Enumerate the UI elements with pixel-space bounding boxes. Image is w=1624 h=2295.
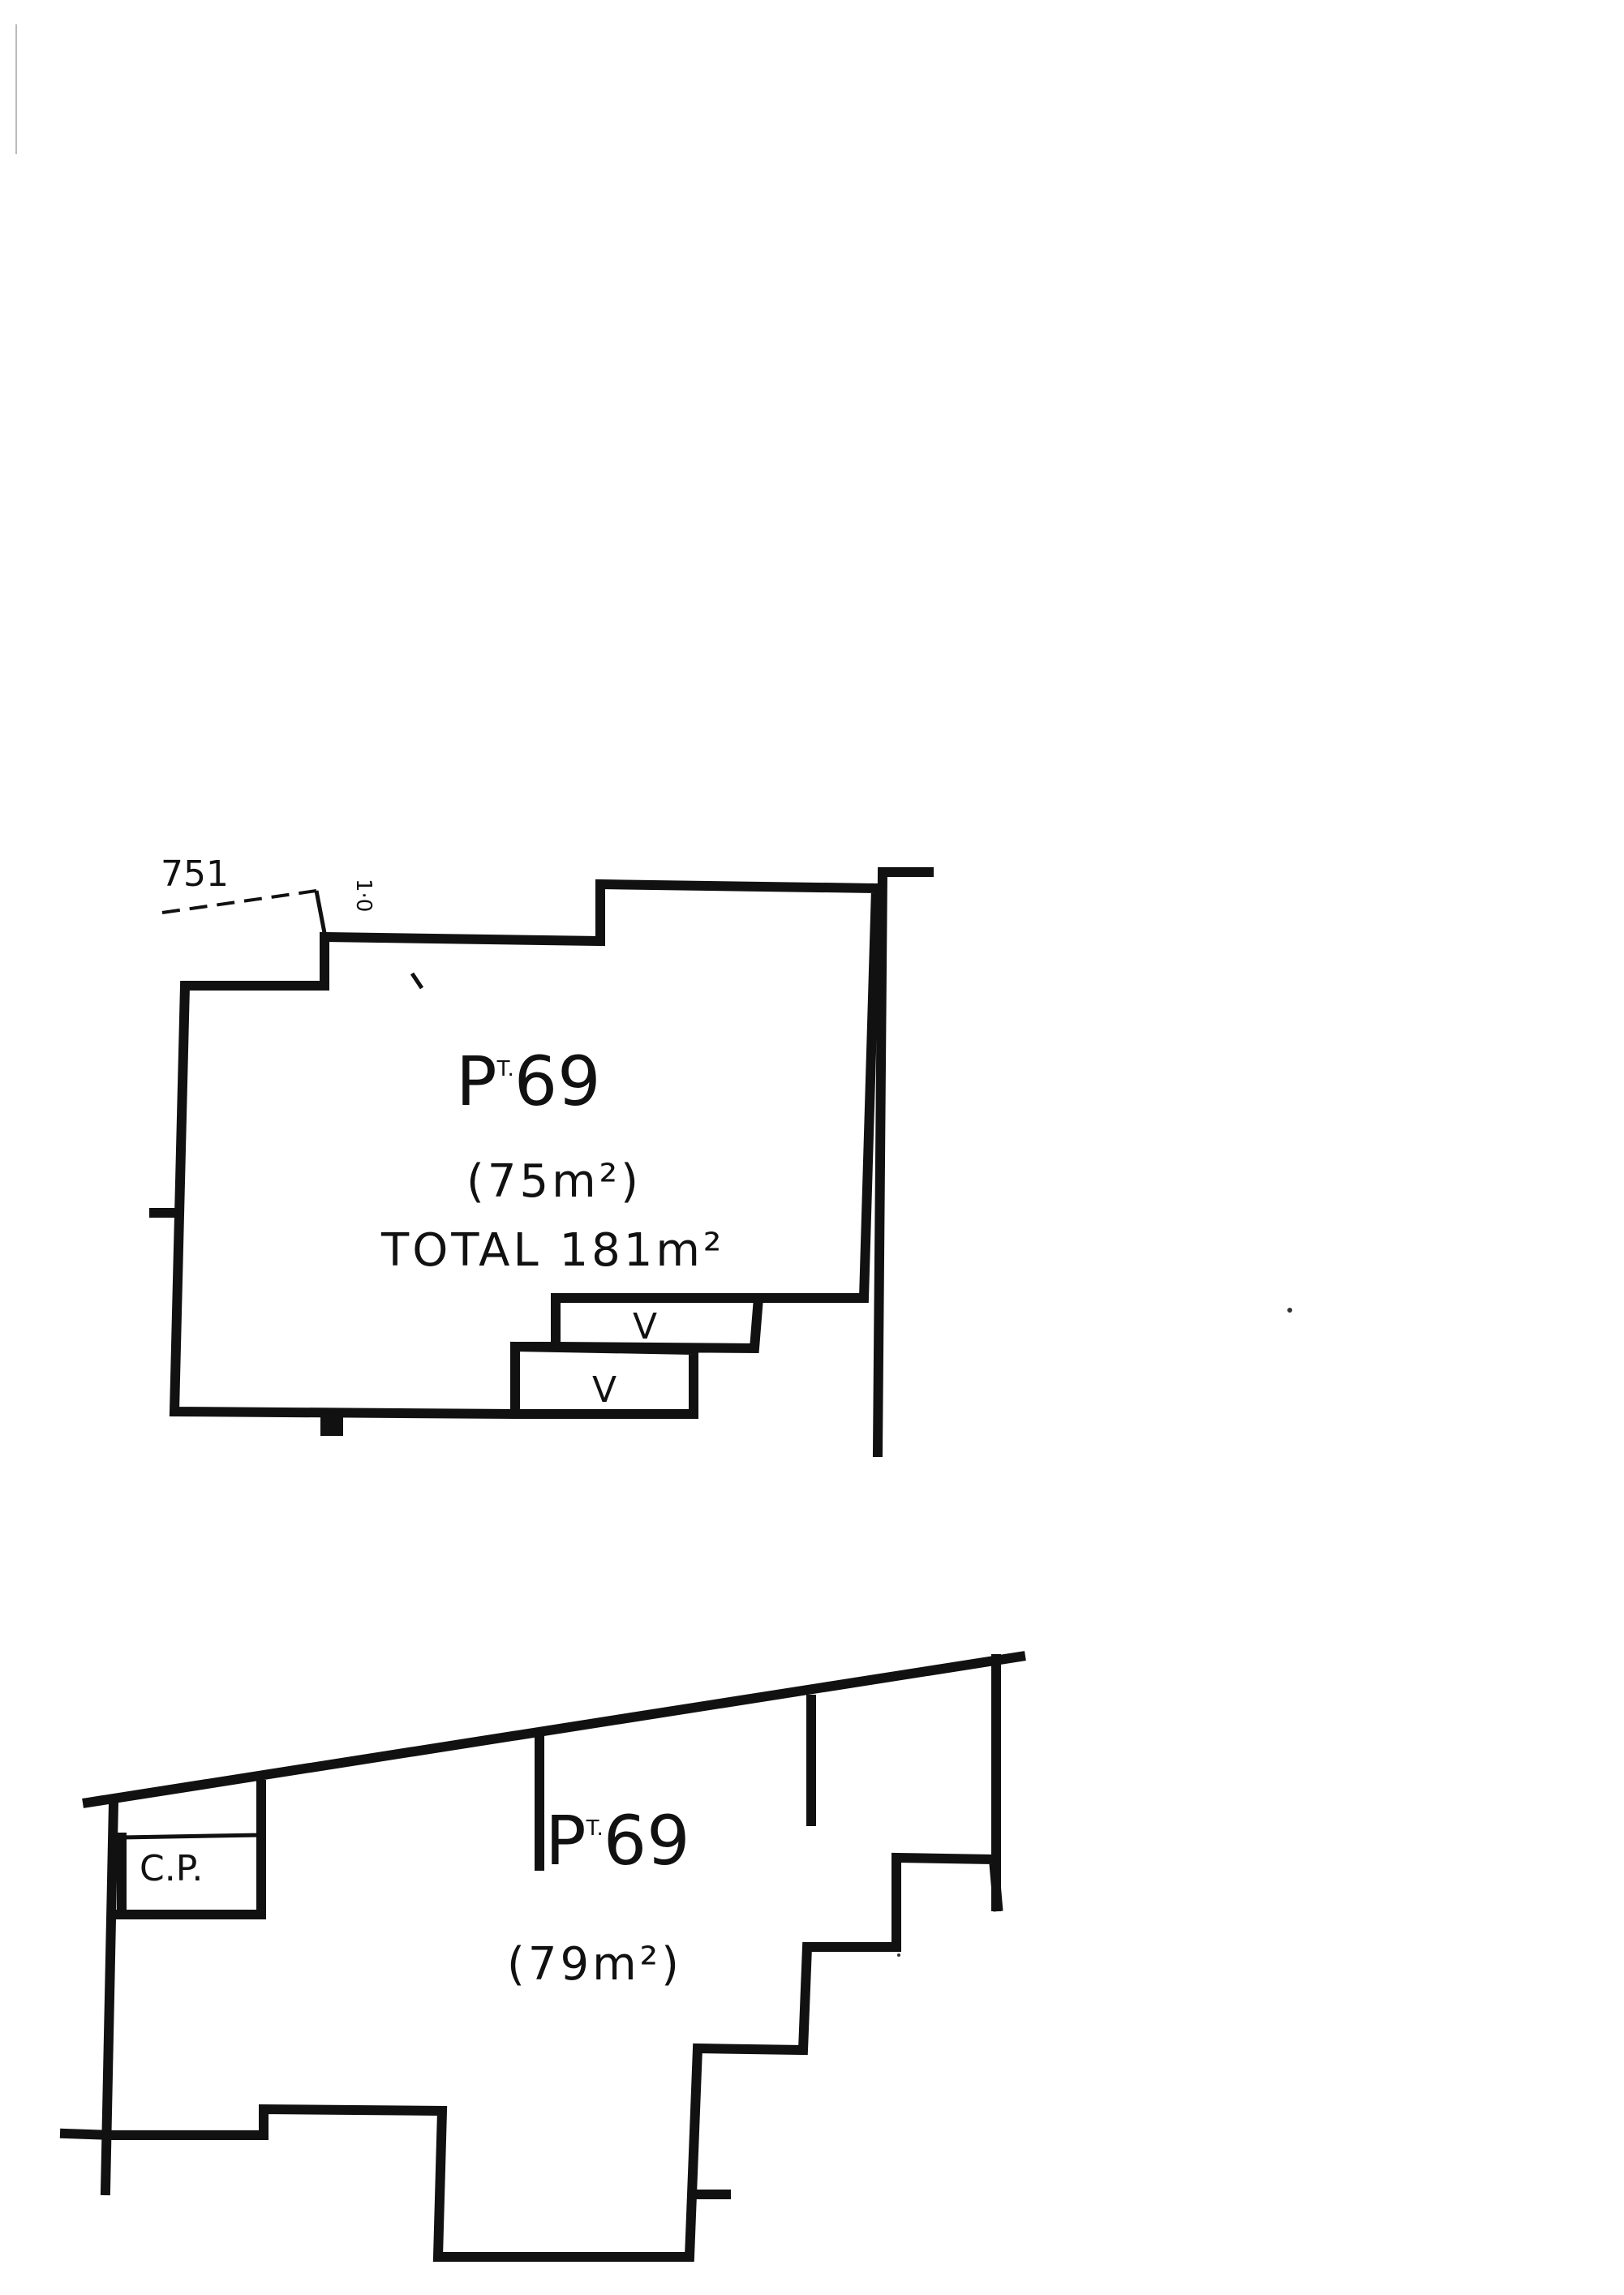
- upper-bottom-stub: [320, 1412, 343, 1436]
- lower-outline: [59, 1780, 1003, 2262]
- upper-lot-prefix: P: [456, 1042, 497, 1121]
- upper-total-label: TOTAL 181m²: [380, 1224, 724, 1277]
- upper-dimension-right: 1·0: [351, 879, 376, 912]
- lower-top-boundary: [82, 1651, 1026, 1808]
- scan-speck: [1287, 1308, 1292, 1313]
- upper-plan: 751 1·0 PT.69 (75m²) TOTAL 181m² V V: [149, 853, 934, 1458]
- lower-lot-prefix: P: [545, 1801, 586, 1880]
- upper-lot-label: PT.69: [456, 1042, 601, 1121]
- lower-area-label: (79m²): [507, 1938, 682, 1991]
- upper-lot-number: 69: [514, 1042, 601, 1121]
- carpark-box: [119, 1833, 262, 1919]
- upper-dimension-tick: [314, 890, 327, 934]
- scan-speck: [897, 1953, 900, 1957]
- upper-dimension-left: 751: [161, 853, 229, 895]
- lower-lot-label: PT.69: [545, 1801, 690, 1880]
- upper-right-wall: [872, 867, 934, 1458]
- lower-plan: C.P. PT.69 (79m²): [59, 1651, 1026, 2262]
- lower-left-wall: [100, 1797, 119, 2196]
- upper-tick-mark: [410, 972, 424, 990]
- upper-void-outline: [509, 1293, 764, 1419]
- upper-area-label: (75m²): [466, 1155, 642, 1208]
- upper-lot-superscript: T.: [496, 1057, 514, 1081]
- carpark-label: C.P.: [140, 1848, 203, 1889]
- lower-lot-superscript: T.: [586, 1816, 604, 1841]
- upper-lot-outline: [169, 879, 882, 1420]
- upper-void-top-label: V: [633, 1306, 657, 1347]
- lower-lot-number: 69: [604, 1801, 690, 1880]
- upper-void-bottom-label: V: [592, 1369, 617, 1411]
